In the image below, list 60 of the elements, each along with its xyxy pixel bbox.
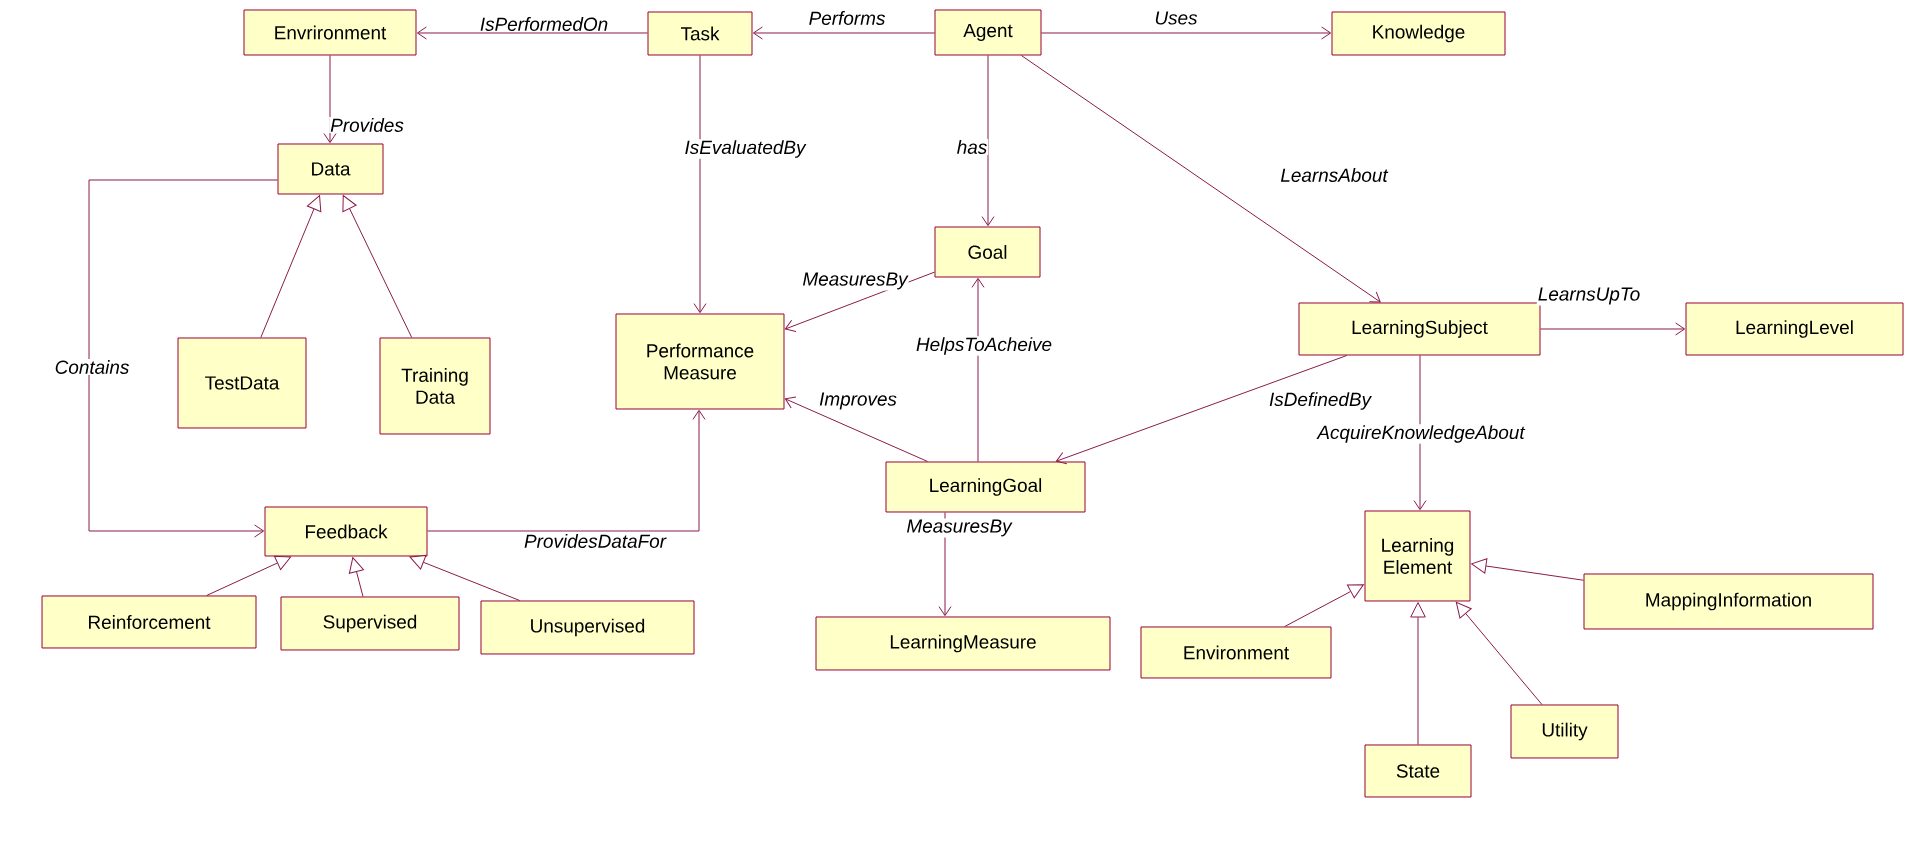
class-box: Task [647, 11, 753, 56]
class-box: Learning Element [1364, 510, 1471, 602]
arrow [1284, 584, 1364, 627]
edge-label: AcquireKnowledgeAbout [1316, 424, 1526, 444]
class-box: LearningSubject [1298, 302, 1541, 356]
class-box: State [1364, 744, 1472, 798]
edge-label: IsPerformedOn [478, 16, 610, 32]
edge-label: MeasuresBy [801, 271, 909, 291]
arrow [88, 179, 278, 538]
edge-label: MeasuresBy [905, 518, 1013, 538]
class-box: Utility [1510, 704, 1619, 759]
edge-label: Performs [807, 10, 887, 26]
edge-label: Uses [1153, 10, 1199, 26]
class-box: Feedback [264, 506, 428, 557]
class-box: Goal [934, 226, 1041, 278]
edge-label: LearnsUpTo [1536, 286, 1642, 306]
class-box: Data [277, 143, 384, 195]
class-box: LearningGoal [885, 461, 1086, 513]
arrow [1410, 602, 1426, 745]
edge-label: HelpsToAcheive [914, 336, 1054, 356]
arrow [1455, 601, 1543, 705]
class-box: Knowledge [1331, 11, 1506, 56]
arrow [981, 55, 995, 227]
edge-label: has [955, 139, 989, 155]
arrow [348, 557, 364, 597]
arrow [784, 396, 929, 462]
arrow [1055, 355, 1348, 465]
arrow [206, 555, 292, 596]
class-box: Envrironment [243, 9, 417, 56]
arrow [260, 195, 322, 338]
arrow [1020, 55, 1381, 303]
arrow [693, 55, 707, 314]
edge-label: Improves [818, 391, 898, 411]
class-box: MappingInformation [1583, 573, 1874, 630]
arrow [752, 26, 935, 40]
arrow [342, 195, 413, 338]
class-box: Training Data [379, 337, 491, 435]
class-box: Supervised [280, 596, 460, 651]
arrow [416, 26, 648, 40]
arrow [971, 277, 985, 462]
arrow [409, 554, 521, 601]
arrow [427, 409, 706, 532]
arrow [1471, 558, 1584, 581]
edge-label: IsEvaluatedBy [683, 139, 807, 159]
class-box: Agent [934, 9, 1042, 56]
class-box: Performance Measure [615, 313, 785, 410]
edge-label: Contains [53, 359, 131, 375]
class-box: TestData [177, 337, 307, 429]
class-box: Environment [1140, 626, 1332, 679]
edge-label: ProvidesDataFor [523, 533, 667, 549]
edge-label: IsDefinedBy [1268, 391, 1373, 411]
arrow [1041, 26, 1332, 40]
edge-label: LearnsAbout [1279, 167, 1389, 183]
class-box: LearningLevel [1685, 302, 1904, 356]
class-box: Reinforcement [41, 595, 257, 649]
class-box: Unsupervised [480, 600, 695, 655]
arrow [1413, 355, 1427, 511]
class-box: LearningMeasure [815, 616, 1111, 671]
edge-label: Provides [329, 117, 405, 133]
arrow [1540, 322, 1686, 336]
